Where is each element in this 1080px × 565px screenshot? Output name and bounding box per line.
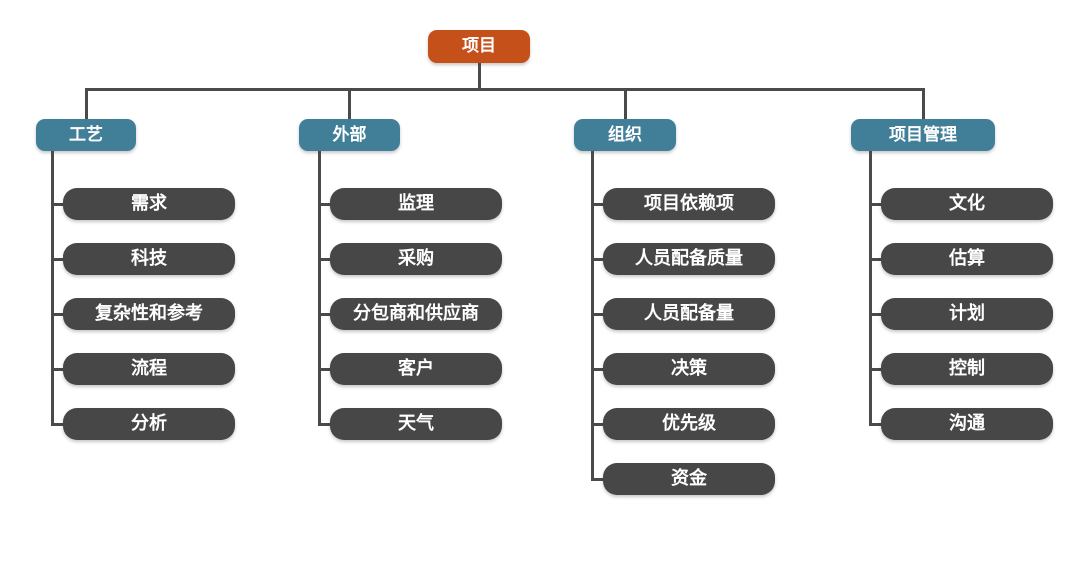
branch-node-3: 项目管理 [851,119,995,151]
child-node-2-4: 优先级 [603,408,775,440]
child-connector-line-0-4 [51,423,63,426]
child-connector-line-1-1 [318,258,330,261]
child-connector-line-2-1 [591,258,603,261]
child-connector-line-2-2 [591,313,603,316]
child-connector-line-0-2 [51,313,63,316]
branch-node-0: 工艺 [36,119,136,151]
child-node-1-1: 采购 [330,243,502,275]
child-node-2-2: 人员配备量 [603,298,775,330]
child-connector-line-1-3 [318,368,330,371]
child-node-0-3: 流程 [63,353,235,385]
branch-drop-line-3 [922,88,925,119]
child-node-0-1: 科技 [63,243,235,275]
root-node: 项目 [428,30,530,63]
child-connector-line-3-2 [869,313,881,316]
branch-node-1: 外部 [299,119,400,151]
child-connector-line-2-3 [591,368,603,371]
child-node-0-4: 分析 [63,408,235,440]
child-connector-line-0-0 [51,203,63,206]
child-connector-line-1-4 [318,423,330,426]
child-connector-line-2-4 [591,423,603,426]
child-node-2-1: 人员配备质量 [603,243,775,275]
child-connector-line-3-0 [869,203,881,206]
child-node-3-3: 控制 [881,353,1053,385]
child-node-1-4: 天气 [330,408,502,440]
child-node-0-0: 需求 [63,188,235,220]
branch-drop-line-1 [348,88,351,119]
child-connector-line-3-1 [869,258,881,261]
child-connector-line-3-3 [869,368,881,371]
child-connector-line-0-1 [51,258,63,261]
child-connector-line-1-0 [318,203,330,206]
child-node-2-3: 决策 [603,353,775,385]
main-horizontal-line [85,88,925,91]
child-node-1-2: 分包商和供应商 [330,298,502,330]
child-node-3-4: 沟通 [881,408,1053,440]
child-connector-line-0-3 [51,368,63,371]
branch-spine-line-0 [51,151,54,426]
child-connector-line-1-2 [318,313,330,316]
child-connector-line-3-4 [869,423,881,426]
child-node-3-1: 估算 [881,243,1053,275]
child-node-3-0: 文化 [881,188,1053,220]
child-node-2-0: 项目依赖项 [603,188,775,220]
branch-drop-line-2 [624,88,627,119]
child-connector-line-2-5 [591,478,603,481]
child-connector-line-2-0 [591,203,603,206]
branch-node-2: 组织 [574,119,676,151]
branch-drop-line-0 [85,88,88,119]
child-node-2-5: 资金 [603,463,775,495]
child-node-1-3: 客户 [330,353,502,385]
branch-spine-line-1 [318,151,321,426]
child-node-1-0: 监理 [330,188,502,220]
root-connector-line [478,63,481,91]
branch-spine-line-3 [869,151,872,426]
branch-spine-line-2 [591,151,594,481]
child-node-3-2: 计划 [881,298,1053,330]
child-node-0-2: 复杂性和参考 [63,298,235,330]
